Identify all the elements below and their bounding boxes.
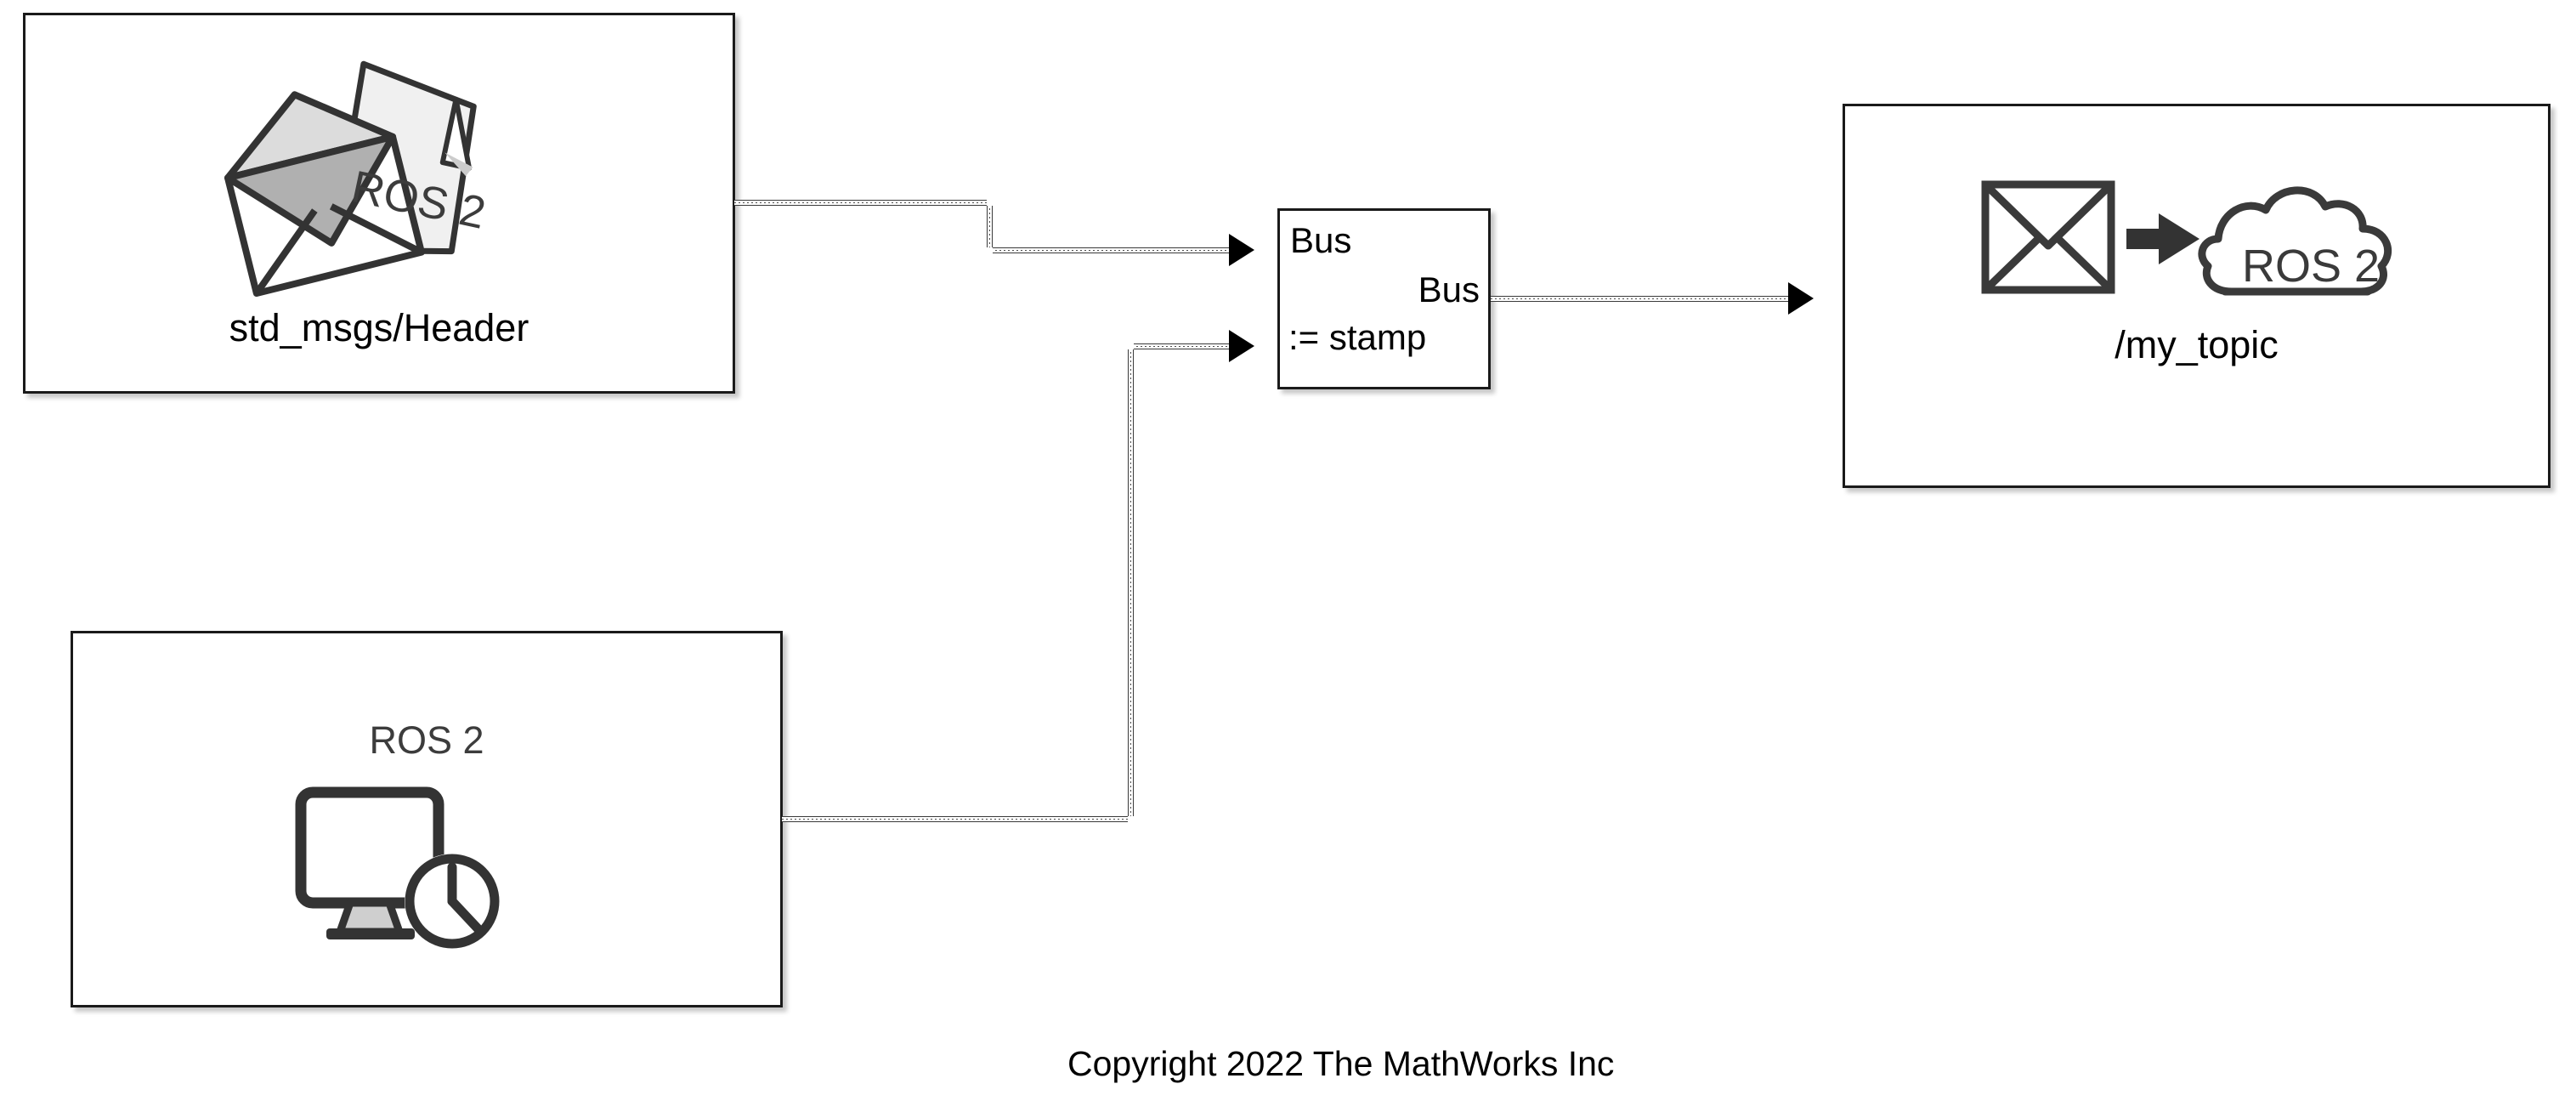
block-current-time-label: ROS 2 (369, 718, 484, 762)
signal-arrowhead (1788, 282, 1814, 315)
bus-output-port-label: Bus (1418, 270, 1480, 309)
ros2-publish-envelope-cloud-icon: ROS 2 (1977, 157, 2419, 327)
bus-input-port-label: Bus (1290, 220, 1352, 260)
block-current-time[interactable]: ROS 2 (71, 631, 783, 1007)
block-header-source-label: std_msgs/Header (229, 306, 529, 349)
block-publisher[interactable]: ROS 2 /my_topic (1843, 104, 2551, 488)
signal-arrowhead (1229, 234, 1254, 266)
block-header-source[interactable]: ROS 2 std_msgs/Header (23, 13, 735, 394)
cloud-icon-text: ROS 2 (2242, 241, 2380, 292)
signal-arrowhead (1229, 330, 1254, 362)
block-publisher-label: /my_topic (2115, 323, 2279, 366)
block-bus-assignment[interactable]: Bus Bus := stamp (1277, 208, 1491, 389)
ros2-monitor-clock-icon (286, 782, 532, 952)
bus-assignment-expression: := stamp (1288, 317, 1427, 357)
copyright-text: Copyright 2022 The MathWorks Inc (1067, 1044, 1615, 1083)
ros2-message-envelope-page-icon: ROS 2 (183, 58, 540, 304)
